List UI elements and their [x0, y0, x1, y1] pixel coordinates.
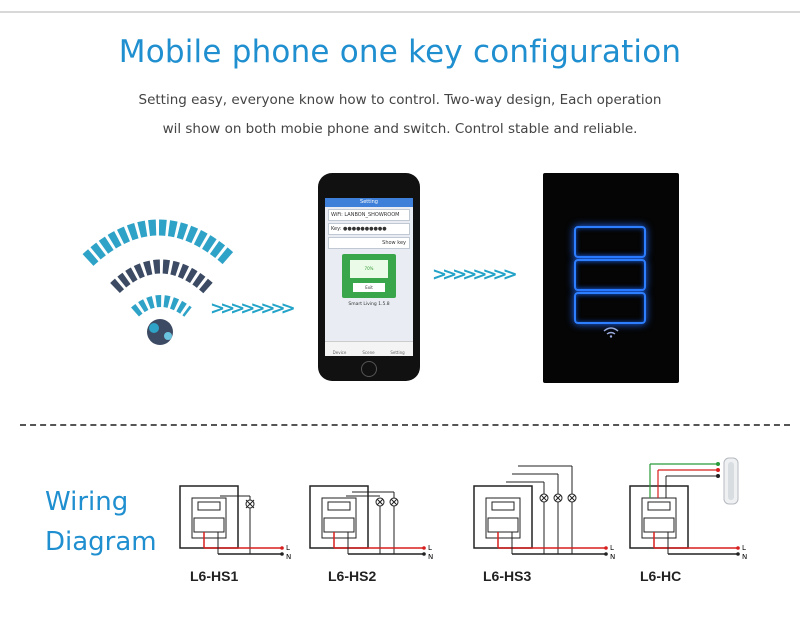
- page-title: Mobile phone one key configuration: [118, 34, 682, 70]
- terminal-l: L: [610, 544, 614, 552]
- wifi-indicator-icon: [603, 327, 619, 338]
- tab-device[interactable]: Device: [332, 350, 347, 355]
- terminal-n: N: [610, 553, 615, 560]
- phone-screen: Setting WiFi: LANBON_SHOWROOM Key: ●●●●●…: [325, 198, 413, 356]
- touch-switch: [543, 173, 679, 383]
- terminal-n: N: [742, 553, 747, 561]
- switch-pad-2: [574, 259, 646, 291]
- diagram-label-hs3: L6-HS3: [483, 568, 532, 584]
- app-bar-title: Setting: [325, 198, 413, 207]
- subtitle-line-2: wil show on both mobie phone and switch.…: [162, 121, 638, 137]
- diagram-label-hs1: L6-HS1: [190, 568, 239, 584]
- terminal-l: L: [428, 544, 432, 552]
- tab-bar: Device Scene Setting: [325, 341, 413, 356]
- top-divider: [0, 11, 800, 13]
- wifi-field[interactable]: WiFi: LANBON_SHOWROOM: [328, 209, 410, 221]
- key-field[interactable]: Key: ●●●●●●●●●●: [328, 223, 410, 235]
- wiring-diagram-hs1: L N: [179, 485, 291, 561]
- tab-scene[interactable]: Scene: [362, 350, 375, 355]
- arrow-chevrons-right: >>>>>>>>: [432, 264, 518, 285]
- phone-mockup: Setting WiFi: LANBON_SHOWROOM Key: ●●●●●…: [318, 173, 420, 381]
- show-key-checkbox[interactable]: Show key: [328, 237, 410, 249]
- wifi-gears-icon: [82, 219, 236, 345]
- wiring-title-line-1: Wiring: [45, 487, 129, 517]
- wiring-diagram-hs2: L N: [309, 485, 433, 561]
- switch-pad-1: [574, 226, 646, 258]
- home-button: [361, 361, 377, 377]
- arrow-chevrons-left: >>>>>>>>: [210, 298, 296, 319]
- progress-text: 70%: [350, 260, 388, 278]
- diagram-label-hs2: L6-HS2: [328, 568, 377, 584]
- section-divider: [20, 424, 790, 426]
- wiring-diagram-hs3: L N: [473, 465, 615, 560]
- switch-pad-3: [574, 292, 646, 324]
- subtitle-line-1: Setting easy, everyone know how to contr…: [138, 92, 662, 108]
- terminal-l: L: [742, 544, 746, 552]
- wiring-title-line-2: Diagram: [45, 527, 157, 557]
- exit-button[interactable]: Exit: [353, 283, 385, 292]
- app-name: Smart Living 1.5.8: [348, 302, 390, 307]
- tab-setting[interactable]: Setting: [390, 350, 405, 355]
- terminal-n: N: [286, 553, 291, 561]
- wiring-diagram-hc: L N: [629, 457, 747, 561]
- config-dialog: 70% Exit: [342, 254, 396, 298]
- terminal-n: N: [428, 553, 433, 561]
- diagram-label-hc: L6-HC: [640, 568, 682, 584]
- terminal-l: L: [286, 544, 290, 552]
